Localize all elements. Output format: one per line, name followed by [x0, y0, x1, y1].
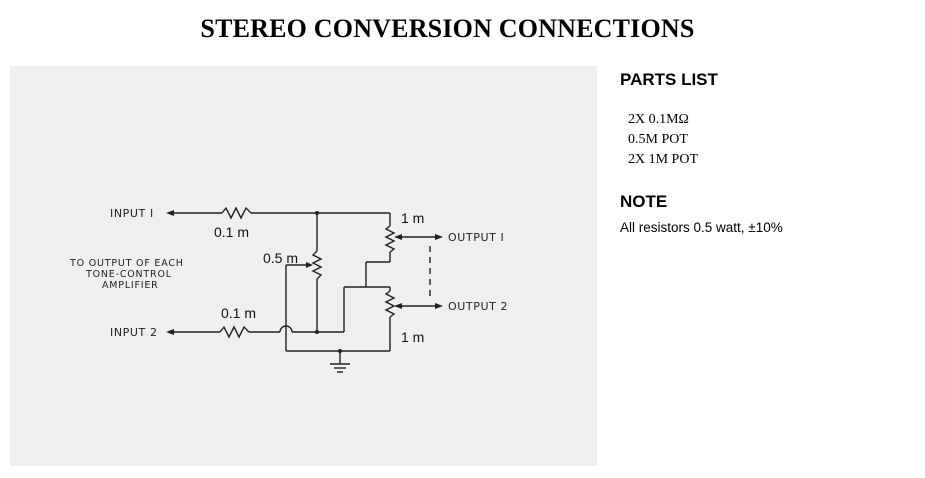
parts-list: 2X 0.1MΩ 0.5M POT 2X 1M POT: [628, 110, 920, 170]
schematic-panel: INPUT I INPUT 2 OUTPUT I OUTPUT 2 0.1 m …: [10, 66, 597, 466]
parts-list-item: 2X 0.1MΩ: [628, 112, 689, 127]
note-line-1: TO OUTPUT OF EACH: [69, 258, 184, 269]
output2-label: OUTPUT 2: [448, 300, 508, 313]
info-panel: PARTS LIST 2X 0.1MΩ 0.5M POT 2X 1M POT N…: [620, 70, 920, 235]
pot-center: [285, 213, 323, 351]
pot-top-value-label: 1 m: [401, 210, 424, 226]
pot-top: [366, 213, 443, 263]
r1-value-label: 0.1 m: [214, 224, 249, 240]
note-heading: NOTE: [620, 192, 668, 211]
crossover-wires: [343, 262, 390, 332]
pot-bottom: [384, 287, 443, 351]
input2-wire: [166, 325, 344, 339]
output1-label: OUTPUT I: [448, 231, 504, 244]
parts-list-item: 2X 1M POT: [628, 152, 699, 167]
input1-label: INPUT I: [110, 207, 154, 220]
ground-bus: [286, 349, 390, 373]
input2-label: INPUT 2: [110, 326, 158, 339]
input1-wire: [166, 206, 390, 220]
parts-list-item: 0.5M POT: [628, 132, 688, 147]
r2-value-label: 0.1 m: [221, 305, 256, 321]
note-line-3: AMPLIFIER: [102, 280, 159, 291]
parts-list-heading: PARTS LIST: [620, 70, 718, 89]
note-text: All resistors 0.5 watt, ±10%: [620, 220, 783, 235]
note-line-2: TONE-CONTROL: [85, 269, 172, 280]
page-title: STEREO CONVERSION CONNECTIONS: [200, 14, 695, 43]
pot-bottom-value-label: 1 m: [401, 329, 424, 345]
pot-center-value-label: 0.5 m: [263, 250, 298, 266]
schematic-diagram: INPUT I INPUT 2 OUTPUT I OUTPUT 2 0.1 m …: [69, 206, 508, 373]
